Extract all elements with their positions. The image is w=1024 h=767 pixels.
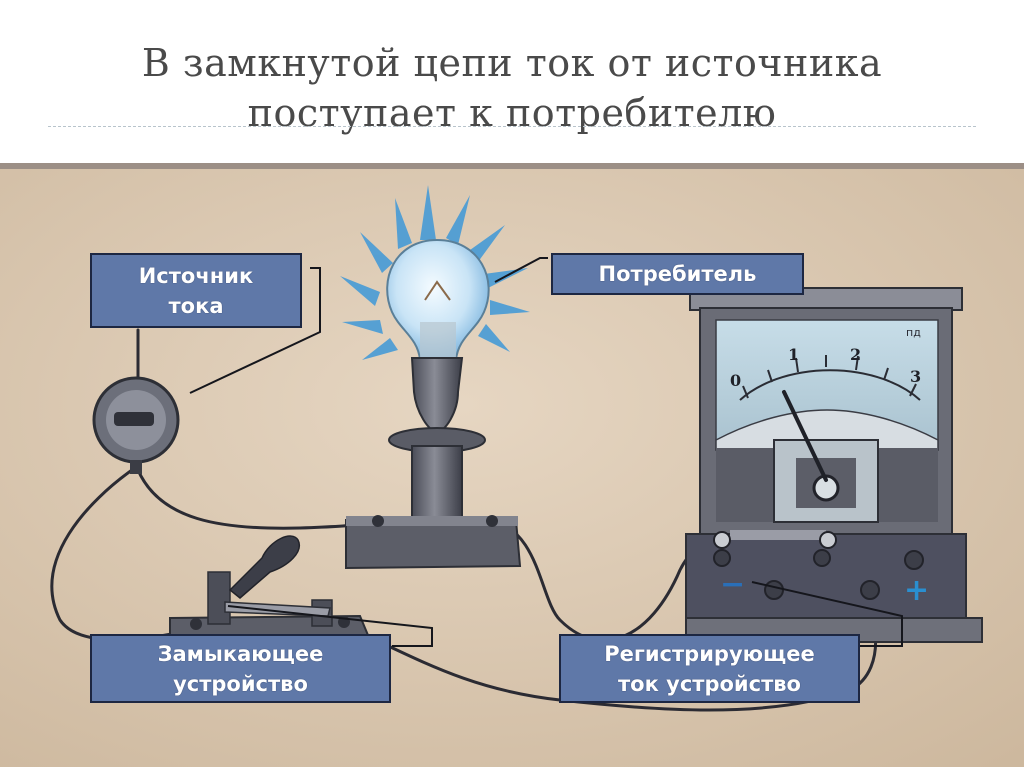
label-current-meter-line-2: ток устройство: [618, 671, 801, 696]
scale-tick-1: 1: [788, 345, 799, 364]
leader-consumer: [494, 257, 548, 283]
wire-switch-to-meter-bottom: [348, 558, 878, 712]
lamp: [340, 185, 530, 570]
scale-tick-0: 0: [730, 371, 741, 390]
label-consumer: Потребитель: [551, 253, 804, 295]
switch-handle: [228, 535, 301, 599]
label-current-source-line-2: тока: [168, 293, 224, 318]
wire-source-to-switch: [136, 468, 364, 530]
title-divider: [48, 126, 976, 127]
label-current-meter-line-1: Регистрирующее: [604, 641, 815, 666]
scale-tick-2: 2: [850, 345, 861, 364]
leader-switch: [227, 605, 433, 647]
photo-top-edge: [0, 163, 1024, 169]
slide-title: В замкнутой цепи ток от источника поступ…: [0, 38, 1024, 138]
leader-lines: [189, 257, 903, 647]
label-switch-line-1: Замыкающее: [157, 641, 324, 666]
terminal-minus: −: [720, 567, 745, 602]
current-source: [92, 376, 180, 474]
label-consumer-text: Потребитель: [598, 262, 757, 286]
ammeter-scale-ticks: [742, 355, 917, 399]
slide-title-line-1: В замкнутой цепи ток от источника: [141, 41, 883, 85]
ammeter: 0 1 2 3 A пд − +: [685, 287, 983, 643]
lamp-glow: [340, 185, 530, 360]
terminal-plus: +: [904, 573, 929, 608]
label-current-source: Источник тока: [90, 253, 302, 328]
scale-tick-3: 3: [910, 367, 921, 386]
leader-meter: [751, 581, 903, 647]
slide-title-line-2: поступает к потребителю: [247, 91, 777, 135]
leader-source: [189, 267, 321, 394]
lamp-stand: [411, 445, 463, 527]
label-switch-line-2: устройство: [173, 671, 308, 696]
label-current-meter: Регистрирующее ток устройство: [559, 634, 860, 703]
label-current-source-line-1: Источник: [138, 263, 254, 288]
lamp-base: [345, 519, 522, 570]
label-switch: Замыкающее устройство: [90, 634, 391, 703]
ammeter-corner-mark: пд: [906, 326, 921, 339]
ammeter-needle: [782, 390, 828, 482]
